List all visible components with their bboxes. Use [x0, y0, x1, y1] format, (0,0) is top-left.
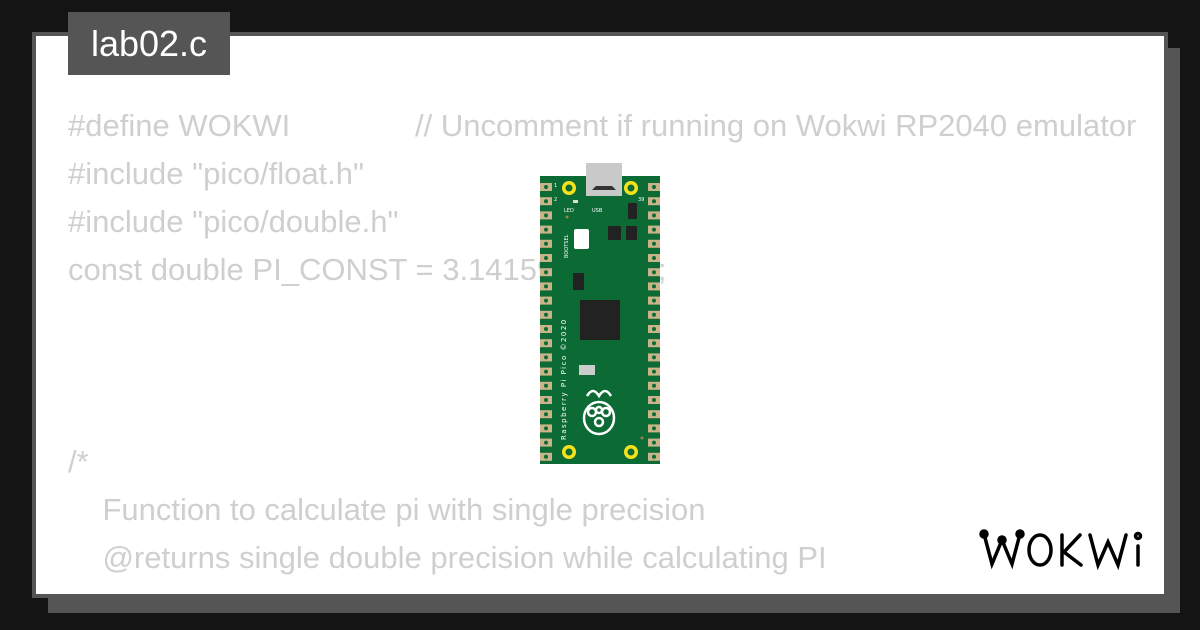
pin-hole [544, 185, 548, 189]
pin-hole [652, 284, 656, 289]
pin-hole [652, 369, 656, 374]
pin-hole [652, 440, 656, 445]
pin-hole [544, 256, 548, 260]
code-line: @returns single double precision while c… [68, 540, 827, 575]
pin-hole [544, 312, 548, 317]
led-label: LED [564, 208, 574, 214]
pin-hole [652, 355, 656, 360]
rp2040-chip [580, 300, 620, 340]
pin-hole [652, 227, 656, 232]
pin-hole [544, 199, 548, 204]
pin-hole [544, 369, 548, 374]
code-comment: // Uncomment if running on Wokwi RP2040 … [415, 108, 1137, 143]
pin-hole [544, 383, 548, 388]
pin-hole [652, 383, 656, 388]
code-line: #define WOKWI [68, 108, 291, 143]
pin-hole [544, 241, 548, 246]
file-title: lab02.c [68, 12, 230, 75]
pin-hole [544, 213, 548, 218]
pin-headers [540, 183, 660, 461]
pin-hole [544, 440, 548, 445]
pin-hole [652, 312, 656, 317]
svg-text:1: 1 [554, 183, 557, 189]
pin-hole [652, 398, 656, 402]
code-line: Function to calculate pi with single pre… [68, 492, 706, 527]
pin-hole [652, 412, 656, 417]
svg-text:2: 2 [554, 197, 557, 203]
pin-hole [652, 341, 656, 346]
raspberry-logo-icon [582, 389, 616, 436]
pin-hole [652, 270, 656, 275]
pin-hole [652, 185, 656, 189]
pin-hole [652, 298, 656, 303]
pin-hole [544, 412, 548, 417]
pin-hole [652, 213, 656, 218]
led [573, 200, 578, 203]
pin-hole [652, 454, 656, 459]
svg-text:39: 39 [638, 197, 644, 203]
pin-hole [652, 327, 656, 331]
pin-hole [652, 241, 656, 246]
pin-hole [544, 355, 548, 360]
pin-hole [544, 284, 548, 289]
wokwi-logo [979, 529, 1143, 571]
pin-hole [544, 398, 548, 402]
pin-hole [652, 426, 656, 431]
code-line: #include "pico/float.h" [68, 156, 365, 191]
svg-text:BOOTSEL: BOOTSEL [564, 234, 570, 258]
usb-connector [586, 163, 622, 196]
usb-label: USB [592, 208, 603, 214]
pin-hole [652, 199, 656, 204]
pin-hole [544, 426, 548, 431]
board-name: Raspberry Pi Pico ©2020 [560, 318, 568, 440]
pin-hole [652, 256, 656, 260]
raspberry-pi-pico-board: LED USB 2 1 39 BOOTSEL Raspberry Pi Pico… [540, 163, 660, 464]
pin-hole [544, 454, 548, 459]
pin-hole [544, 341, 548, 346]
pin-hole [544, 298, 548, 303]
pin-hole [544, 327, 548, 331]
bootsel-button [574, 229, 589, 249]
code-line: */ [68, 582, 89, 594]
code-line: #include "pico/double.h" [68, 204, 399, 239]
pin-hole [544, 270, 548, 275]
pin-hole [544, 227, 548, 232]
code-line: /* [68, 444, 89, 479]
